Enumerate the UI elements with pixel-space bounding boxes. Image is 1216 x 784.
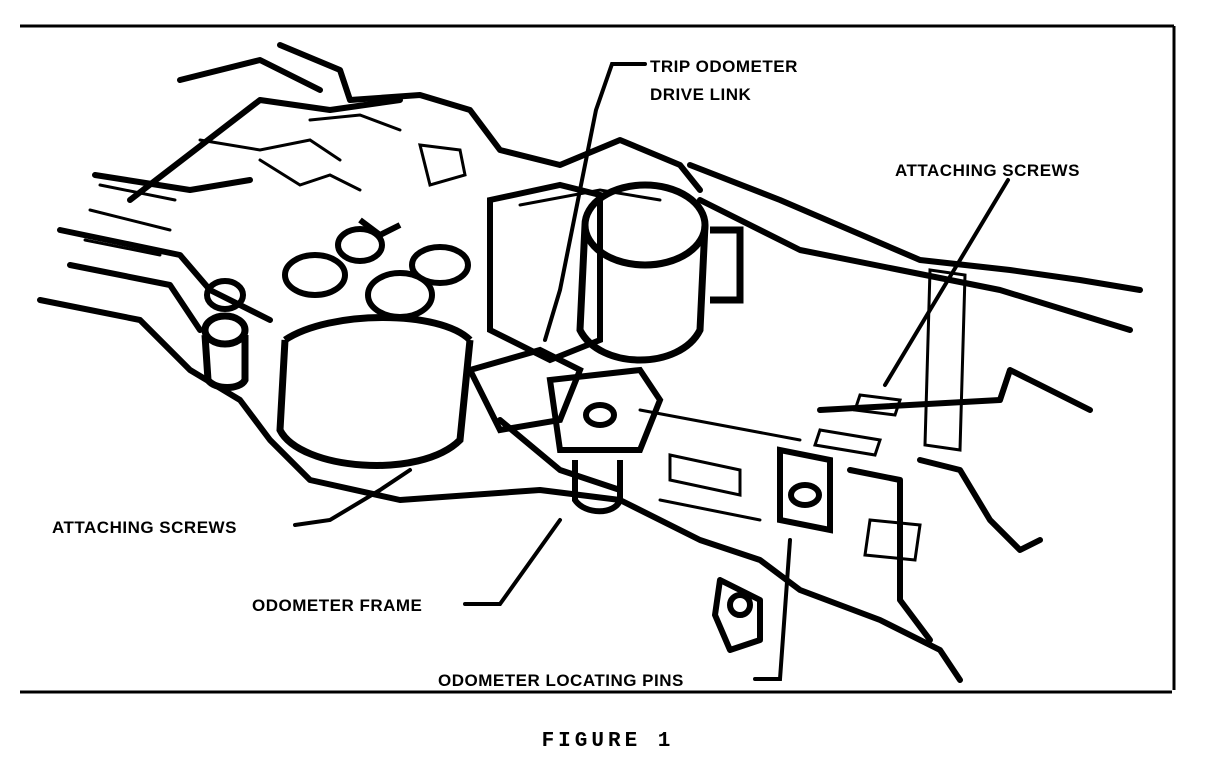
locating-pins bbox=[572, 402, 833, 618]
gear-cluster bbox=[204, 217, 471, 320]
label-attaching-screws-left: ATTACHING SCREWS bbox=[52, 518, 237, 537]
label-odometer-locating-pins: ODOMETER LOCATING PINS bbox=[438, 671, 684, 690]
odometer-drum-right bbox=[576, 181, 744, 364]
odometer-drum-left bbox=[201, 312, 474, 469]
label-trip-odometer: TRIP ODOMETER bbox=[650, 57, 798, 76]
label-attaching-screws-right: ATTACHING SCREWS bbox=[895, 161, 1080, 180]
figure-caption: FIGURE 1 bbox=[541, 730, 675, 753]
leader-attaching-screws-left bbox=[293, 468, 412, 527]
leader-trip-odometer bbox=[543, 62, 647, 342]
drive-mechanism bbox=[465, 181, 664, 453]
leader-odometer-frame bbox=[463, 518, 562, 606]
label-drive-link: DRIVE LINK bbox=[650, 85, 752, 104]
figure-border bbox=[20, 24, 1176, 694]
leader-locating-pins bbox=[753, 538, 792, 681]
cluster-chassis bbox=[37, 42, 1143, 683]
cluster-detail-lines bbox=[83, 113, 967, 562]
callout-leaders bbox=[293, 62, 1010, 681]
label-odometer-frame: ODOMETER FRAME bbox=[252, 596, 422, 615]
leader-attaching-screws-right bbox=[883, 178, 1010, 387]
